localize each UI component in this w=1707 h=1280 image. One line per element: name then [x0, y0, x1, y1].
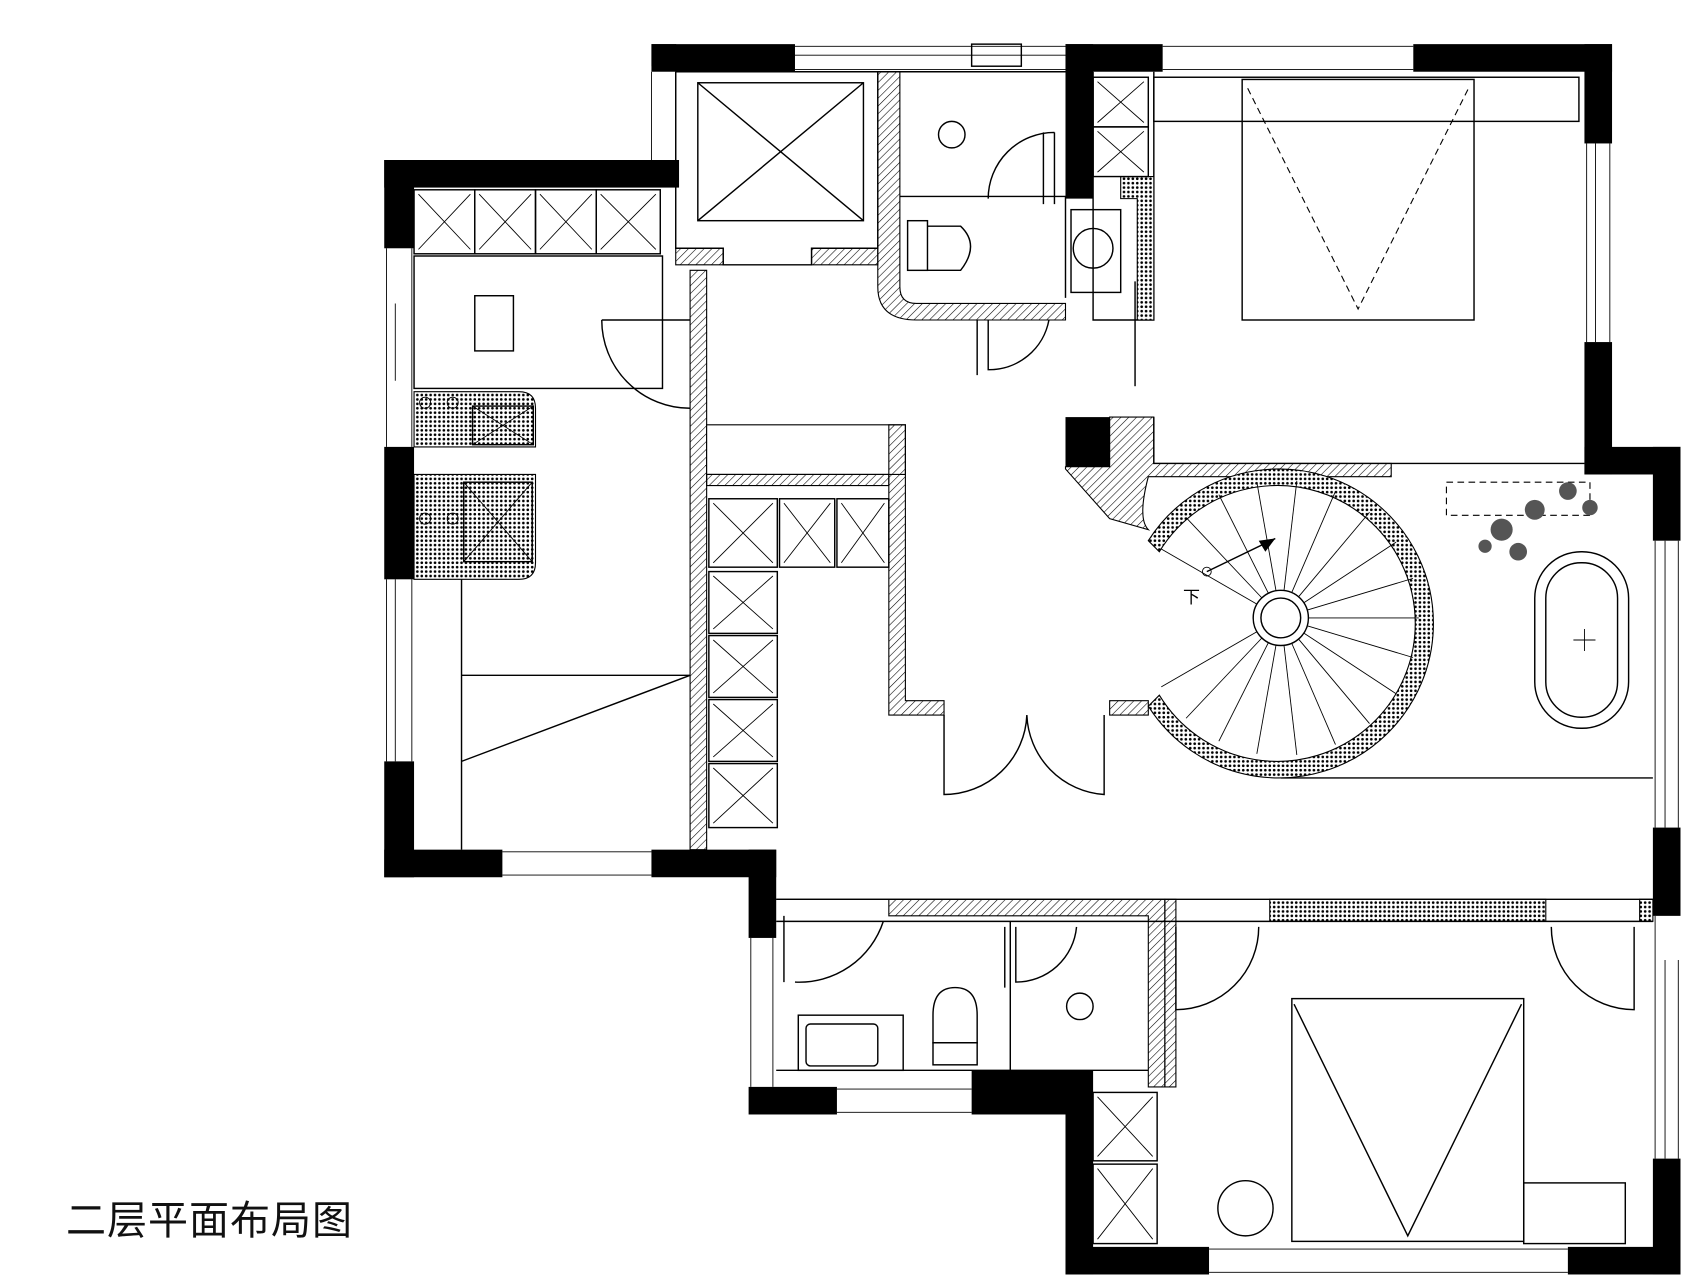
- stair-tread: [1303, 632, 1397, 695]
- bed-upper: [1153, 76, 1580, 321]
- cabinet-unit: [1092, 1163, 1158, 1245]
- interior-walls: [675, 71, 1654, 1088]
- stair-tread: [1298, 511, 1370, 598]
- bathroom-lower: [783, 915, 1094, 1072]
- cabinet-unit: [413, 189, 476, 255]
- cabinet-unit: [708, 698, 779, 763]
- cabinet-unit: [1092, 1091, 1158, 1162]
- elevator-shaft: [697, 82, 865, 222]
- stair-tread: [1303, 541, 1397, 604]
- stair-tread: [1298, 638, 1370, 724]
- cabinets: [413, 76, 1158, 1245]
- cabinet-unit: [708, 570, 779, 635]
- cabinet-unit: [1092, 76, 1150, 128]
- stair-tread: [1218, 642, 1269, 742]
- stair-tread: [1185, 517, 1263, 599]
- kitchen: [413, 255, 691, 850]
- stair-down-label: 下: [1183, 588, 1200, 608]
- cabinet-unit: [708, 762, 779, 829]
- cabinet-unit: [1092, 126, 1150, 178]
- stair-tread: [1161, 548, 1258, 605]
- stair-tread: [1307, 577, 1414, 611]
- stair-tread: [1256, 645, 1277, 754]
- spiral-staircase: [1147, 468, 1434, 779]
- cabinet-unit: [474, 189, 537, 255]
- cabinet-unit: [595, 189, 661, 255]
- stair-tread: [1256, 482, 1277, 591]
- cabinet-unit: [836, 498, 890, 568]
- cabinet-unit: [708, 498, 779, 568]
- exterior-walls: [384, 44, 1681, 1275]
- plan-title: 二层平面布局图: [66, 1198, 353, 1244]
- cabinet-unit: [708, 634, 779, 699]
- stair-tread: [1185, 637, 1263, 719]
- windows: [386, 43, 1679, 1273]
- bed-lower: [1217, 997, 1627, 1245]
- bathroom-upper: [906, 120, 1136, 387]
- stair-tread: [1291, 491, 1336, 593]
- stair-tread: [1307, 625, 1414, 658]
- cabinet-unit: [778, 498, 836, 568]
- stair-tread: [1283, 645, 1298, 755]
- stair-tread: [1291, 643, 1336, 745]
- cabinet-unit: [534, 189, 597, 255]
- stair-tread: [1161, 631, 1258, 688]
- stair-tread: [1283, 480, 1298, 591]
- stair-tread: [1218, 494, 1269, 594]
- doors: [601, 319, 1635, 1011]
- bathtub: [1445, 481, 1630, 729]
- plant-decoration: [1478, 482, 1598, 561]
